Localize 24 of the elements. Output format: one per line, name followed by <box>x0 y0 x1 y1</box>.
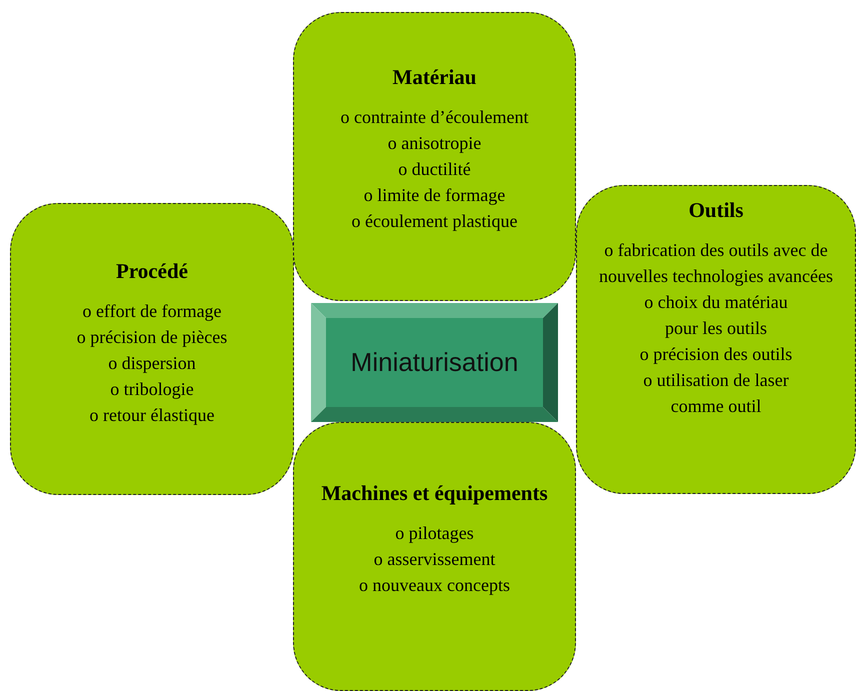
list-item: o dispersion <box>108 352 196 375</box>
list-item: o précision de pièces <box>76 326 228 349</box>
box-heading: Procédé <box>116 259 188 284</box>
category-box <box>293 12 576 301</box>
category-box <box>576 185 856 494</box>
list-item: o ductilité <box>398 158 471 181</box>
box-heading: Matériau <box>392 65 476 90</box>
category-box <box>293 422 576 691</box>
list-item: o anisotropie <box>388 132 482 155</box>
box-heading: Machines et équipements <box>321 481 548 506</box>
list-item: o pilotages <box>395 522 474 545</box>
center-title: Miniaturisation <box>350 347 518 378</box>
list-item: o contrainte d’écoulement <box>340 106 528 129</box>
list-item: o retour élastique <box>90 404 214 427</box>
list-item: o précision des outils <box>640 343 792 366</box>
category-box <box>10 203 294 495</box>
box-heading: Outils <box>688 198 744 223</box>
list-item: o tribologie <box>110 378 194 401</box>
list-item: o utilisation de laser comme outil <box>642 369 790 418</box>
list-item: o écoulement plastique <box>352 210 518 233</box>
list-item: o asservissement <box>374 548 496 571</box>
list-item: o effort de formage <box>82 300 222 323</box>
list-item: o limite de formage <box>364 184 506 207</box>
list-item: o nouveaux concepts <box>359 574 510 597</box>
